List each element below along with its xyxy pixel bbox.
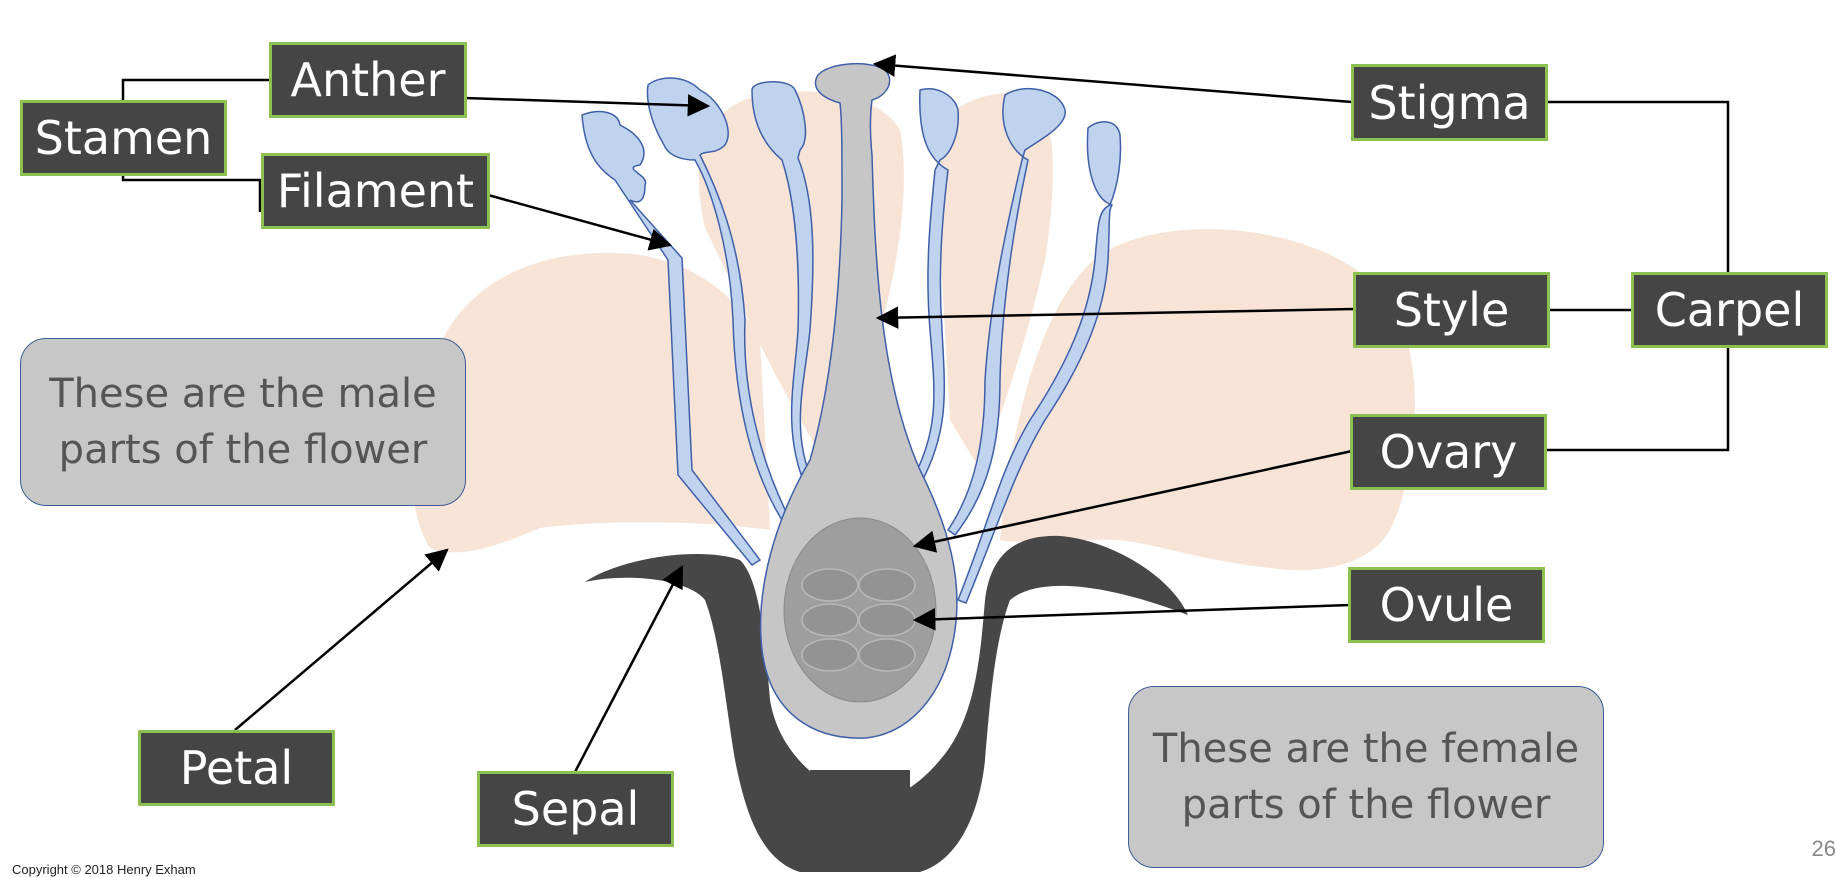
- ovule: [858, 638, 916, 672]
- label-petal: Petal: [138, 730, 335, 806]
- stamen-3: [751, 81, 814, 487]
- arrow-style: [875, 306, 1355, 329]
- male-note-line-2: parts of the flower: [58, 427, 428, 473]
- stamens: [581, 77, 1122, 604]
- stamen-6: [957, 121, 1122, 604]
- ovule: [858, 603, 916, 637]
- label-filament: Filament: [261, 153, 490, 229]
- stamen-2: [646, 77, 791, 527]
- sepal-shapes: [585, 535, 1188, 872]
- pointer-arrows: [234, 54, 1355, 773]
- stamen-filament-bracket: [121, 175, 262, 212]
- ovary: [783, 517, 937, 703]
- male-parts-note: These are the male parts of the flower: [20, 338, 466, 506]
- ovule: [801, 603, 859, 637]
- stamen-5: [946, 87, 1066, 537]
- stamen-4: [910, 88, 959, 487]
- label-stamen: Stamen: [20, 100, 227, 176]
- bracket-lines: [121, 78, 1730, 452]
- label-stigma: Stigma: [1351, 64, 1548, 141]
- label-ovary: Ovary: [1350, 414, 1547, 490]
- copyright-text: Copyright © 2018 Henry Exham: [12, 862, 196, 877]
- label-carpel: Carpel: [1631, 272, 1828, 348]
- label-style: Style: [1353, 272, 1550, 348]
- slide-number: 26: [1811, 836, 1836, 861]
- sepal-right: [870, 535, 1188, 872]
- petal-back-right: [938, 93, 1053, 470]
- male-note-line-1: These are the male: [49, 371, 437, 417]
- arrow-sepal: [573, 565, 684, 773]
- female-note-line-2: parts of the flower: [1181, 782, 1551, 828]
- carpel-stigma-bracket: [1545, 100, 1730, 272]
- stalk: [810, 770, 910, 872]
- ovules: [801, 568, 916, 672]
- sepal-left: [585, 554, 860, 872]
- female-note-line-1: These are the female: [1152, 726, 1580, 772]
- arrow-stigma: [872, 54, 1353, 104]
- arrow-filament: [487, 193, 673, 251]
- carpel-shape: [759, 62, 958, 739]
- label-anther: Anther: [269, 42, 467, 118]
- ovule: [801, 638, 859, 672]
- arrow-ovary: [912, 449, 1353, 553]
- stamen-1: [581, 110, 762, 566]
- stamen-anther-bracket: [121, 78, 272, 100]
- label-ovule: Ovule: [1348, 567, 1545, 643]
- label-sepal: Sepal: [477, 771, 674, 847]
- arrow-petal: [234, 548, 449, 731]
- arrow-anther: [464, 94, 711, 117]
- ovule: [801, 568, 859, 602]
- carpel-ovary-bracket: [1545, 342, 1730, 452]
- arrow-ovule: [912, 603, 1351, 631]
- female-parts-note: These are the female parts of the flower: [1128, 686, 1604, 868]
- ovule: [858, 568, 916, 602]
